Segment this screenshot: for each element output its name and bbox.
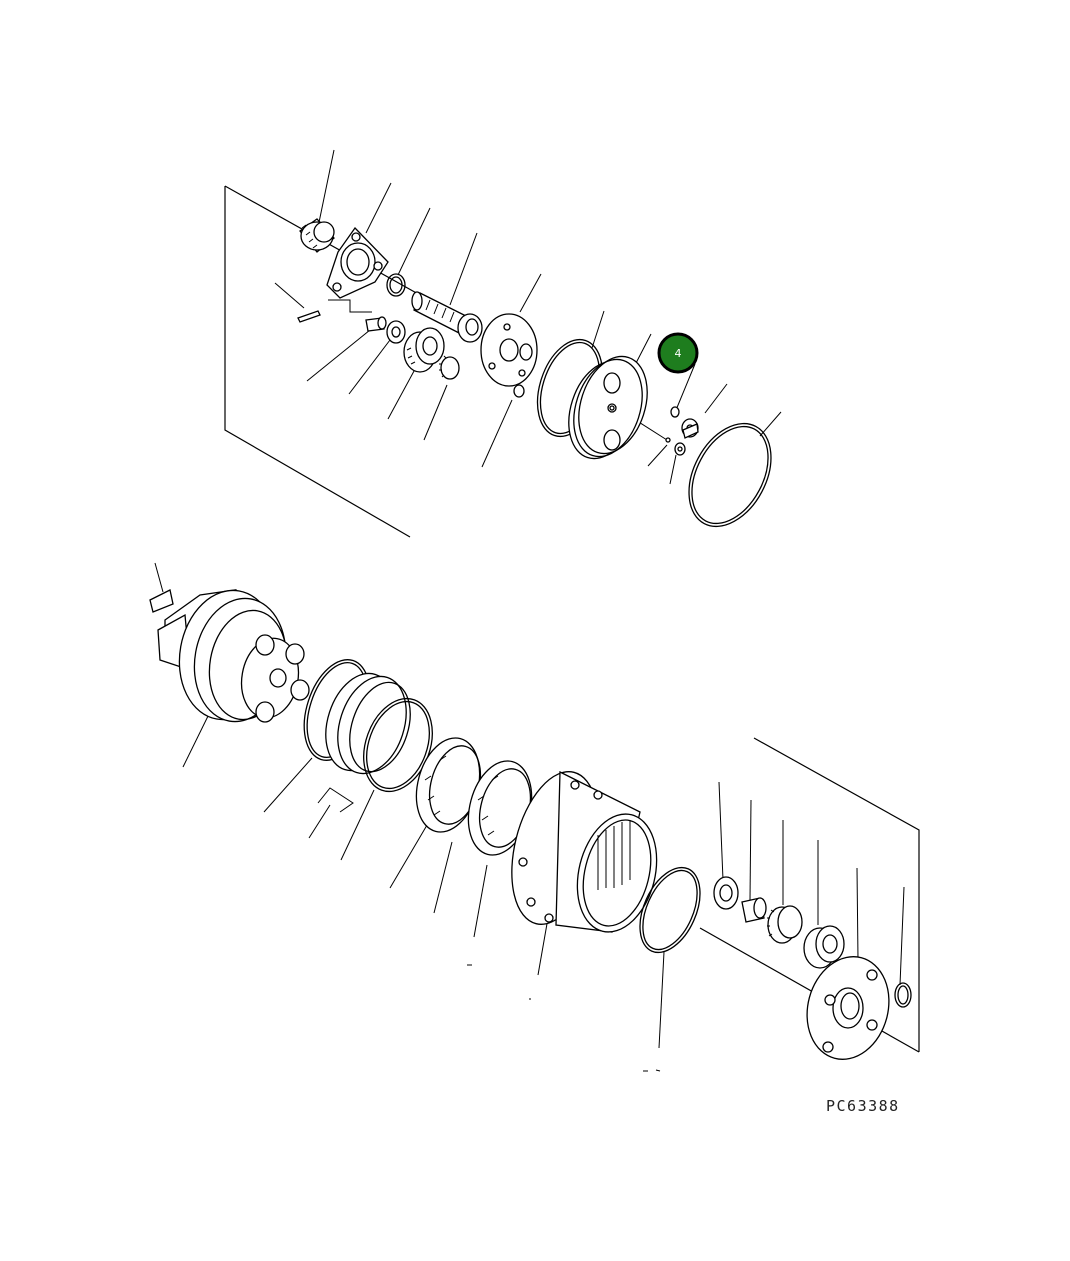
planetary-gear-small [299,218,335,253]
retaining-ring-upper [688,422,772,528]
spacer [741,897,767,923]
bearing-small [403,327,445,373]
thrust-plate [480,313,538,387]
carrier-plate [326,226,389,299]
thrust-washer [713,876,739,910]
bearing-left [415,737,482,833]
upper-frame-left [224,186,411,538]
snap-ring-right [894,982,912,1008]
flange-plate [806,956,890,1060]
lower-frame-right [753,737,920,1052]
sun-gear [767,905,803,944]
retaining-ring-lower [639,866,701,954]
washer-cover [665,437,686,456]
spring-pin [297,310,321,323]
gear-small [439,355,460,380]
sun-shaft [411,291,483,343]
gear-planet [803,925,845,969]
pin-small [365,316,387,332]
cover [568,355,648,460]
plug [681,418,699,439]
caution-tag [149,589,174,613]
hub-housing [511,770,658,933]
snap-ring-small [386,273,406,297]
upper-assembly: 4 [224,149,782,538]
pin-cover [670,406,680,418]
drawing-code: PC63388 [826,1097,900,1115]
lower-assembly [149,562,920,1072]
upper-leader-lines [274,149,782,485]
motor-housing [157,589,310,723]
callout-marker-icon[interactable]: 4 [657,332,699,374]
washer-small [386,320,406,344]
snap-ring-tiny [513,384,525,398]
callout-marker-label: 4 [675,347,682,360]
lower-leader-lines [154,562,905,1072]
